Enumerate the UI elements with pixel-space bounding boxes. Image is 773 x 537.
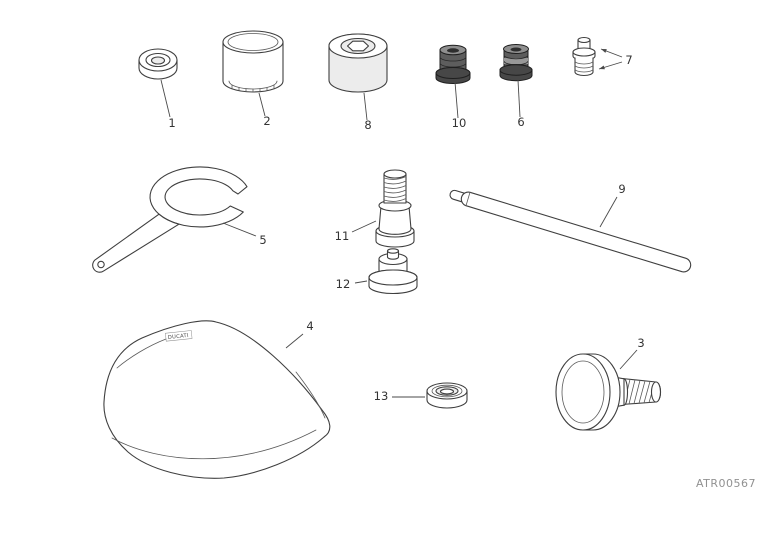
part-2-leader bbox=[258, 92, 266, 117]
part-7: 7 bbox=[572, 36, 633, 77]
part-2: 2 bbox=[222, 30, 284, 128]
cover-logo-text: DUCATI bbox=[168, 333, 190, 341]
part-4-label: 4 bbox=[306, 319, 313, 333]
part-4-leader bbox=[285, 333, 304, 349]
part-12: 12 bbox=[336, 248, 418, 295]
part-7-valve-fitting-illustration bbox=[572, 36, 596, 77]
part-3: 3 bbox=[555, 336, 662, 431]
part-13-spacer-ring-illustration bbox=[426, 382, 468, 409]
part-7-arrowhead-top bbox=[601, 49, 607, 53]
part-7-arrowhead-bottom bbox=[599, 65, 605, 70]
part-12-leader bbox=[354, 280, 368, 284]
part-2-castellated-socket-illustration bbox=[222, 30, 284, 93]
part-5-leader bbox=[222, 222, 257, 237]
part-8-label: 8 bbox=[364, 118, 371, 132]
part-9: 9 bbox=[449, 182, 692, 273]
part-8-hex-socket-illustration bbox=[328, 33, 388, 93]
part-6-label: 6 bbox=[517, 115, 524, 129]
part-11-threaded-tool-illustration bbox=[375, 169, 415, 248]
part-1: 1 bbox=[138, 48, 178, 130]
part-2-label: 2 bbox=[263, 114, 270, 128]
part-11: 11 bbox=[335, 169, 415, 248]
part-12-label: 12 bbox=[336, 277, 351, 291]
part-8: 8 bbox=[328, 33, 388, 132]
part-9-label: 9 bbox=[618, 182, 625, 196]
part-3-leader bbox=[619, 349, 638, 370]
part-4: DUCATI 4 bbox=[103, 319, 331, 479]
part-1-label: 1 bbox=[168, 116, 175, 130]
part-11-leader bbox=[351, 220, 377, 233]
part-13-label: 13 bbox=[374, 389, 389, 403]
part-3-label: 3 bbox=[637, 336, 644, 350]
part-6-grommet-illustration bbox=[499, 44, 533, 82]
part-12-flanged-bushing-illustration bbox=[368, 248, 418, 295]
part-9-rod-illustration bbox=[449, 189, 692, 273]
part-6: 6 bbox=[499, 44, 533, 129]
part-11-label: 11 bbox=[335, 229, 350, 243]
part-10-label: 10 bbox=[452, 116, 467, 130]
part-5: 5 bbox=[92, 166, 267, 273]
part-1-leader bbox=[160, 79, 171, 118]
part-8-leader bbox=[363, 92, 368, 121]
part-10-grommet-illustration bbox=[435, 44, 471, 84]
part-7-label: 7 bbox=[625, 53, 632, 67]
part-5-hook-wrench-illustration bbox=[92, 166, 248, 273]
part-5-label: 5 bbox=[259, 233, 266, 247]
part-10-leader bbox=[454, 81, 459, 119]
part-4-cover-illustration: DUCATI bbox=[103, 320, 331, 479]
part-1-cap-bushing-illustration bbox=[138, 48, 178, 80]
part-9-leader bbox=[599, 196, 618, 228]
part-3-threaded-plug-illustration bbox=[555, 353, 662, 431]
part-10: 10 bbox=[435, 44, 471, 130]
diagram-code: ATR00567 bbox=[696, 477, 756, 490]
part-6-leader bbox=[517, 79, 521, 118]
part-13: 13 bbox=[374, 382, 468, 409]
